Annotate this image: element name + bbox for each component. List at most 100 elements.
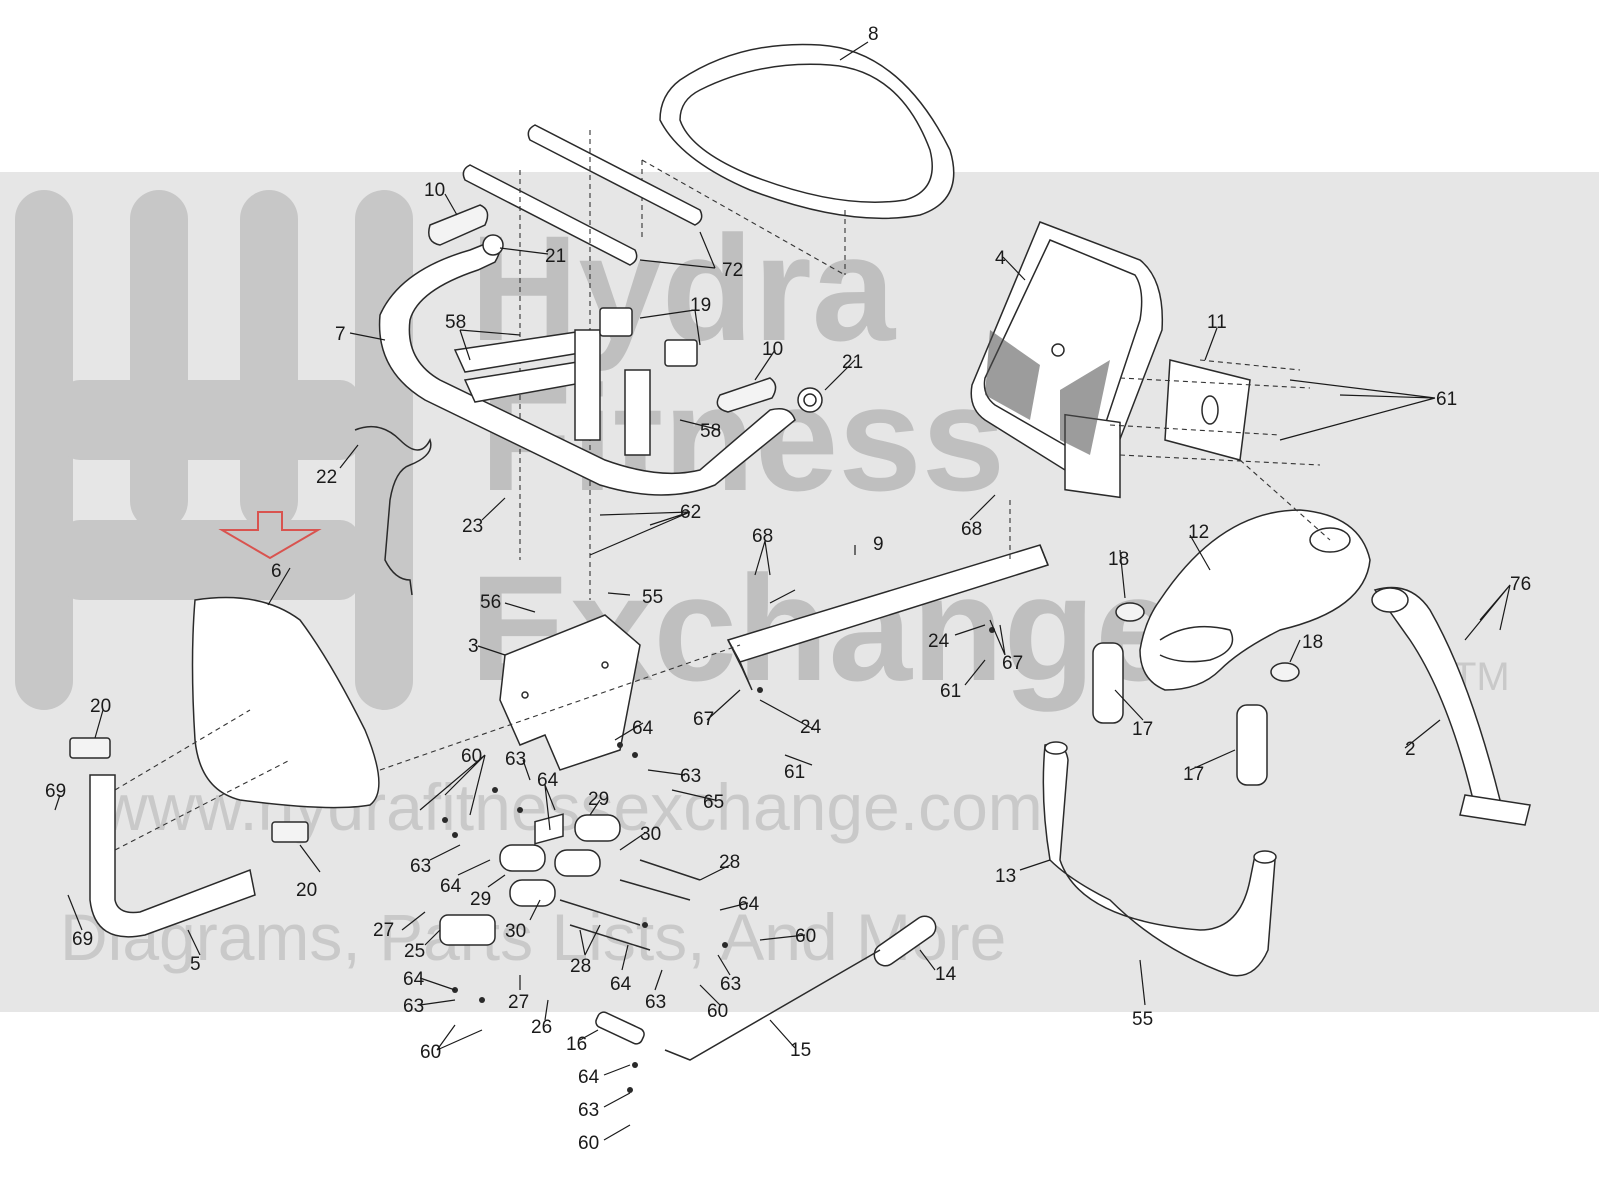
callout-30-upper: 30	[640, 824, 661, 845]
callout-58-upper: 58	[445, 312, 466, 333]
callout-17-left: 17	[1132, 719, 1153, 740]
part-8-seat-cushion	[641, 43, 955, 276]
part-10-seat-handles	[428, 204, 777, 413]
callout-60-right: 60	[795, 926, 816, 947]
part-22-wire-harness	[354, 425, 432, 596]
callout-63-bottom-left: 63	[403, 996, 424, 1017]
callout-55-mid: 55	[642, 587, 663, 608]
part-20-cap-b	[271, 821, 309, 843]
part-21-plug-a	[482, 234, 504, 256]
callout-63-right-lower: 63	[720, 974, 741, 995]
callout-30-lower: 30	[505, 921, 526, 942]
callout-11: 11	[1207, 312, 1227, 333]
callout-28-right: 28	[719, 852, 740, 873]
callout-18-left: 18	[1108, 549, 1129, 570]
callout-9: 9	[873, 534, 884, 555]
callout-20-upper: 20	[90, 696, 111, 717]
part-4-console	[970, 221, 1164, 499]
callout-21-seat: 21	[545, 246, 566, 267]
callout-labels: 8 72 10 21 7 58 19 10 21 58 22 23 62 55 …	[45, 24, 1531, 1154]
part-12-shroud	[1139, 459, 1371, 691]
callout-64-left: 64	[440, 876, 462, 897]
leader-lines	[54, 41, 1511, 1141]
callout-28-lower: 28	[570, 956, 591, 977]
part-11-console-bracket	[1109, 359, 1321, 466]
callout-24-left: 24	[800, 717, 822, 738]
callout-6: 6	[271, 561, 282, 582]
callout-60-bottom: 60	[578, 1133, 599, 1154]
callout-67-left: 67	[693, 709, 714, 730]
callout-72: 72	[722, 260, 743, 281]
callout-14: 14	[935, 964, 957, 985]
part-13-handlebar	[1042, 741, 1277, 977]
callout-65: 65	[703, 792, 724, 813]
callout-18-right: 18	[1302, 632, 1323, 653]
part-6-backrest	[191, 511, 380, 809]
callout-26: 26	[531, 1017, 552, 1038]
callout-29-lower: 29	[470, 889, 491, 910]
callout-62: 62	[680, 502, 701, 523]
highlight-arrow	[218, 511, 322, 560]
callout-55-bottom: 55	[1132, 1009, 1153, 1030]
callout-10-right: 10	[762, 339, 783, 360]
callout-60-bottom-left: 60	[420, 1042, 441, 1063]
callout-63-lower-mid: 63	[645, 992, 666, 1013]
callout-61-console: 61	[1436, 389, 1457, 410]
callout-3: 3	[468, 636, 479, 657]
callout-23: 23	[462, 516, 483, 537]
part-2-front-upright	[1371, 586, 1531, 826]
callout-27-lower: 27	[508, 992, 529, 1013]
callout-67-right: 67	[1002, 653, 1023, 674]
part-18-end-cap-a	[1115, 602, 1145, 622]
callout-69-lower: 69	[72, 929, 93, 950]
callout-64-top: 64	[632, 718, 654, 739]
callout-63-left: 63	[410, 856, 431, 877]
callout-60-top: 60	[461, 746, 482, 767]
part-18-end-cap-b	[1270, 662, 1300, 682]
callout-69-upper: 69	[45, 781, 66, 802]
callout-68-right: 68	[961, 519, 982, 540]
part-5-backrest-frame	[69, 644, 741, 938]
pedal-arm-assembly	[595, 915, 937, 1061]
callout-24-right: 24	[928, 631, 950, 652]
callout-63-top: 63	[505, 749, 526, 770]
callout-16: 16	[566, 1034, 587, 1055]
callout-19: 19	[690, 295, 711, 316]
part-20-cap-a	[69, 737, 111, 759]
callout-61-right: 61	[940, 681, 961, 702]
part-9-main-beam	[726, 500, 1049, 691]
part-17-grip-a	[1092, 642, 1124, 724]
callout-22: 22	[316, 467, 337, 488]
part-7-seat-frame	[378, 239, 796, 496]
callout-61-lower: 61	[784, 762, 805, 783]
part-21-plug-b	[797, 387, 823, 413]
callout-7: 7	[335, 324, 346, 345]
callout-20-lower: 20	[296, 880, 317, 901]
callout-76: 76	[1510, 574, 1531, 595]
callout-63-right-top: 63	[680, 766, 701, 787]
callout-8: 8	[868, 24, 879, 45]
callout-2: 2	[1405, 739, 1416, 760]
part-17-grip-b	[1236, 704, 1268, 786]
callout-64-lower-mid: 64	[610, 974, 632, 995]
callout-56: 56	[480, 592, 501, 613]
callout-10-seat: 10	[424, 180, 445, 201]
callout-12: 12	[1188, 522, 1209, 543]
callout-63-bottom: 63	[578, 1100, 599, 1121]
callout-15: 15	[790, 1040, 811, 1061]
callout-27-left: 27	[373, 920, 394, 941]
callout-64-bottom-left: 64	[403, 969, 425, 990]
callout-29-upper: 29	[588, 789, 609, 810]
part-3-seat-bracket	[499, 614, 641, 771]
callout-17-right: 17	[1183, 764, 1204, 785]
callout-5: 5	[190, 954, 201, 975]
brand-logo	[15, 190, 413, 710]
callout-64-upper-mid: 64	[537, 770, 559, 791]
callout-25: 25	[404, 941, 425, 962]
callout-64-right: 64	[738, 894, 760, 915]
callout-4: 4	[995, 248, 1006, 269]
callout-13: 13	[995, 866, 1016, 887]
callout-68-left: 68	[752, 526, 773, 547]
callout-60-lower-right: 60	[707, 1001, 728, 1022]
